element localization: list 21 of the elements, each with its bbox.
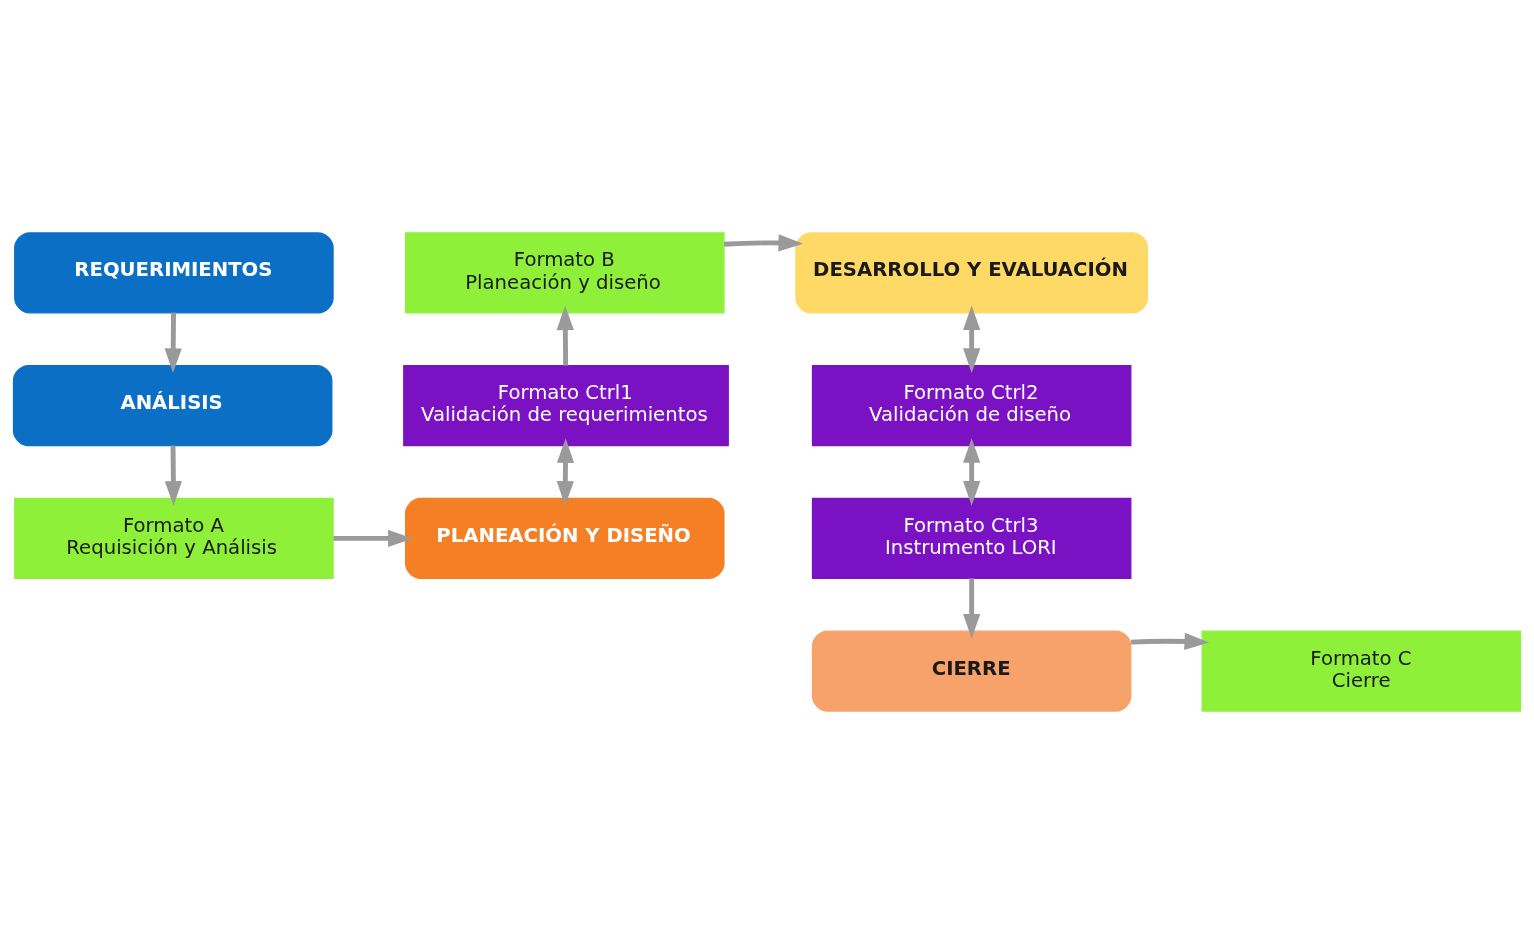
node-box: ANÁLISIS: [12, 365, 333, 447]
node-box: CIERRE: [811, 630, 1132, 712]
node-box: REQUERIMIENTOS: [14, 232, 334, 314]
arrow: [164, 312, 182, 373]
node-box: Formato B Planeación y diseño: [405, 232, 725, 314]
arrow: [556, 305, 574, 366]
node-box: Formato Ctrl2 Validación de diseño: [811, 365, 1132, 447]
arrow: [723, 234, 804, 252]
node-box: PLANEACIÓN Y DISEÑO: [405, 497, 725, 579]
arrow: [1131, 632, 1210, 650]
arrow: [333, 529, 413, 547]
arrow: [963, 305, 981, 373]
arrow: [963, 578, 981, 639]
node-box: Formato Ctrl3 Instrumento LORI: [811, 497, 1132, 579]
arrow: [963, 438, 981, 506]
node-box: DESARROLLO Y EVALUACIÓN: [795, 232, 1149, 314]
node-box: Formato A Requisición y Análisis: [14, 497, 334, 579]
node-box: Formato C Cierre: [1201, 630, 1522, 712]
node-box: Formato Ctrl1 Validación de requerimientos: [403, 365, 729, 447]
arrow: [164, 445, 182, 506]
arrow: [556, 438, 575, 506]
